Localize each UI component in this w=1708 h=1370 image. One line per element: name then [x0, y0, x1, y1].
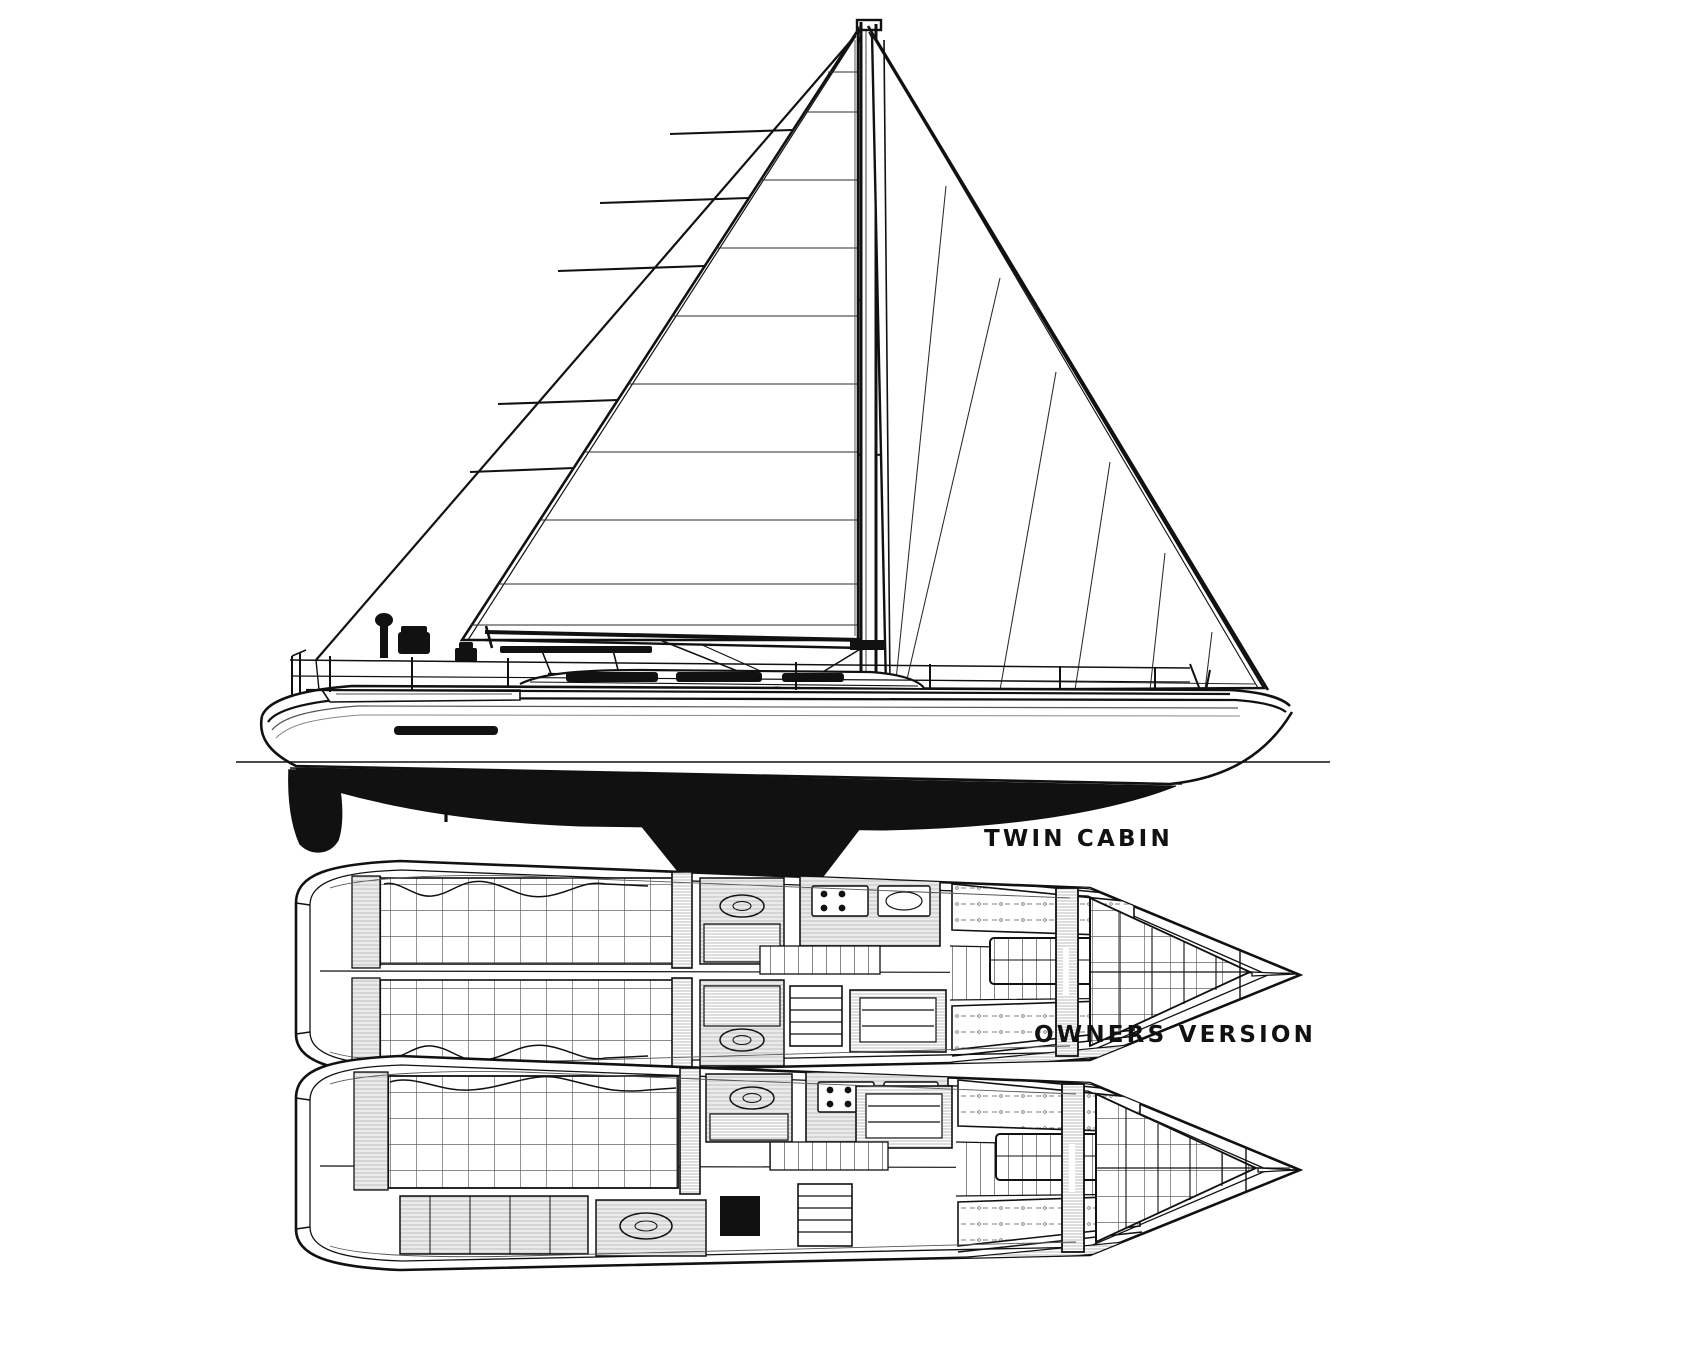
secondary-winch — [455, 648, 477, 662]
owners-forepeak — [1257, 1167, 1299, 1173]
wc-unit — [720, 1196, 760, 1236]
hull-window — [394, 726, 498, 735]
owners-engine-box — [769, 1141, 889, 1171]
owners-hanging-locker — [399, 1195, 589, 1255]
binnacle-post — [380, 622, 388, 658]
aft-cabin-port-berth — [379, 877, 681, 965]
engine-box — [759, 945, 881, 975]
lower-lifeline — [291, 675, 1191, 683]
owners-companionway-steps — [797, 1183, 853, 1247]
bulkhead-aft-port — [671, 871, 693, 969]
primary-winch — [398, 632, 430, 654]
hull-profile — [236, 668, 1330, 786]
coachroof-window — [566, 672, 658, 682]
owners-wash-basin — [729, 1086, 775, 1110]
coachroof-window — [676, 672, 762, 682]
galley-sink — [877, 885, 931, 917]
toe-rail — [305, 688, 1231, 696]
deck-hardware — [289, 613, 1231, 696]
bulkhead-aft-stbd — [671, 977, 693, 1075]
mast-collar — [850, 640, 886, 650]
owners-version-deck-plan: OWNERS VERSION — [294, 1022, 1316, 1272]
coachroof-window — [782, 673, 844, 682]
owners-aft-locker — [353, 1071, 389, 1191]
wash-basin-port — [719, 894, 765, 918]
wash-basin-stbd — [719, 1028, 765, 1052]
propeller — [438, 798, 458, 822]
battens — [469, 128, 793, 474]
sail-plan-view — [236, 18, 1330, 889]
owners-bulkhead — [679, 1067, 701, 1195]
mainsail — [459, 25, 860, 642]
owners-version-label: OWNERS VERSION — [1034, 1022, 1316, 1048]
genoa — [870, 29, 1267, 692]
spade-rudder — [288, 769, 343, 853]
twin-cabin-deck-plan: TWIN CABIN — [294, 826, 1304, 1077]
aft-locker-stbd — [351, 977, 381, 1071]
owners-shower — [595, 1199, 707, 1257]
twin-cabin-label: TWIN CABIN — [984, 826, 1173, 852]
cooker — [811, 885, 869, 917]
owners-shower-tray — [619, 1212, 673, 1240]
aft-cabin-starboard-berth — [379, 979, 681, 1067]
forepeak — [1251, 971, 1297, 977]
owners-double-berth — [387, 1075, 679, 1189]
canoe-body — [295, 767, 1177, 831]
steering-wheel — [375, 613, 393, 627]
aft-locker-port — [351, 875, 381, 969]
mainsheet-track — [500, 646, 652, 653]
companionway-steps — [789, 985, 843, 1047]
upper-lifeline — [289, 659, 1191, 669]
stanchions — [329, 656, 1156, 692]
backstay — [315, 27, 863, 661]
